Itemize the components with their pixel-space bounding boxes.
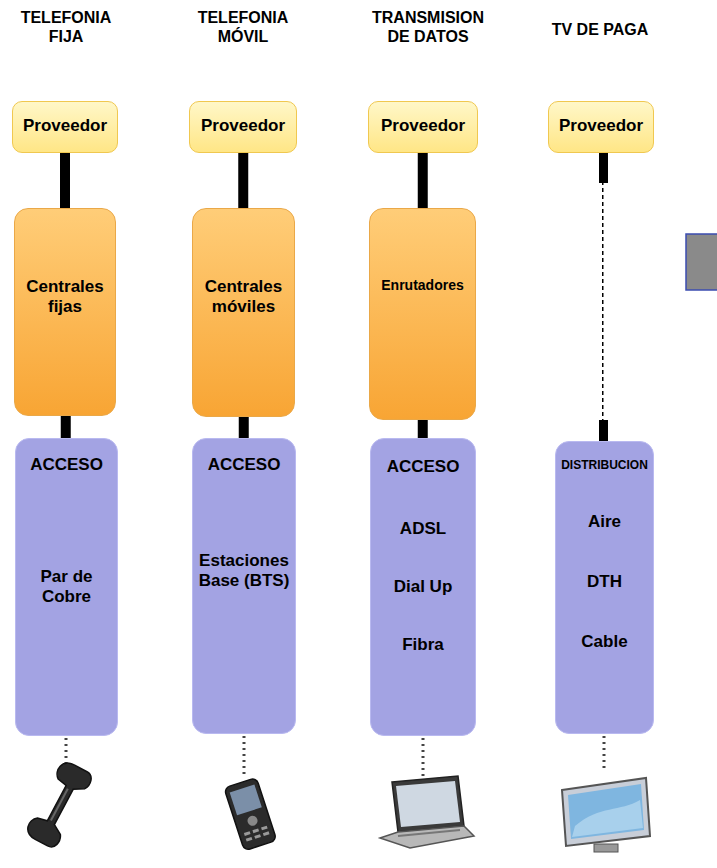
connector-stub [599,420,608,441]
provider-box: Proveedor [12,101,118,153]
provider-box: Proveedor [368,101,478,153]
box-label: ADSL [371,519,475,539]
connector [238,153,248,208]
column-heading: TELEFONIA MÓVIL [183,8,303,46]
access-box: ACCESO Estaciones Base (BTS) [192,438,296,734]
access-box: ACCESO Par de Cobre [15,438,118,736]
box-heading: ACCESO [193,455,295,475]
provider-box: Proveedor [548,101,654,153]
connector [418,420,428,438]
box-label: Fibra [371,635,475,655]
router-box: Enrutadores [369,208,476,420]
box-label: Par de Cobre [16,567,117,608]
connector [60,153,70,208]
distribution-box: DISTRIBUCION AireDTH Cable [555,441,654,734]
box-label: Cable [556,632,653,652]
television-icon [562,778,650,852]
connector-stub [599,153,608,183]
box-label: Enrutadores [370,277,475,294]
box-label: Aire [556,512,653,532]
connector [239,417,249,438]
connector [418,153,428,208]
connector [602,153,604,441]
mobile-phone-icon [224,777,277,850]
box-label: Proveedor [190,116,296,136]
column-heading: TV DE PAGA [532,20,668,39]
leader-lines [66,736,604,778]
box-label: DTH [556,572,653,592]
column-heading: TRANSMISION DE DATOS [360,8,496,46]
box-label: Centrales móviles [193,277,294,318]
provider-box: Proveedor [189,101,297,153]
grey-box [686,234,717,290]
box-label: Estaciones Base (BTS) [193,551,295,592]
access-box: ACCESO ADSL Dial Up Fibra [370,438,476,736]
box-heading: DISTRIBUCION [556,458,653,472]
box-heading: ACCESO [371,457,475,477]
box-label: Proveedor [369,116,477,136]
laptop-icon [380,776,474,848]
switch-box: Centrales móviles [192,208,295,417]
box-label: Dial Up [371,577,475,597]
box-label: Proveedor [13,116,117,136]
box-label: Centrales fijas [15,277,115,318]
connector [61,416,71,438]
box-heading: ACCESO [16,455,117,475]
column-heading: TELEFONIA FIJA [6,8,126,46]
switch-box: Centrales fijas [14,208,116,416]
phone-handset-icon [24,759,94,849]
box-label: Proveedor [549,116,653,136]
